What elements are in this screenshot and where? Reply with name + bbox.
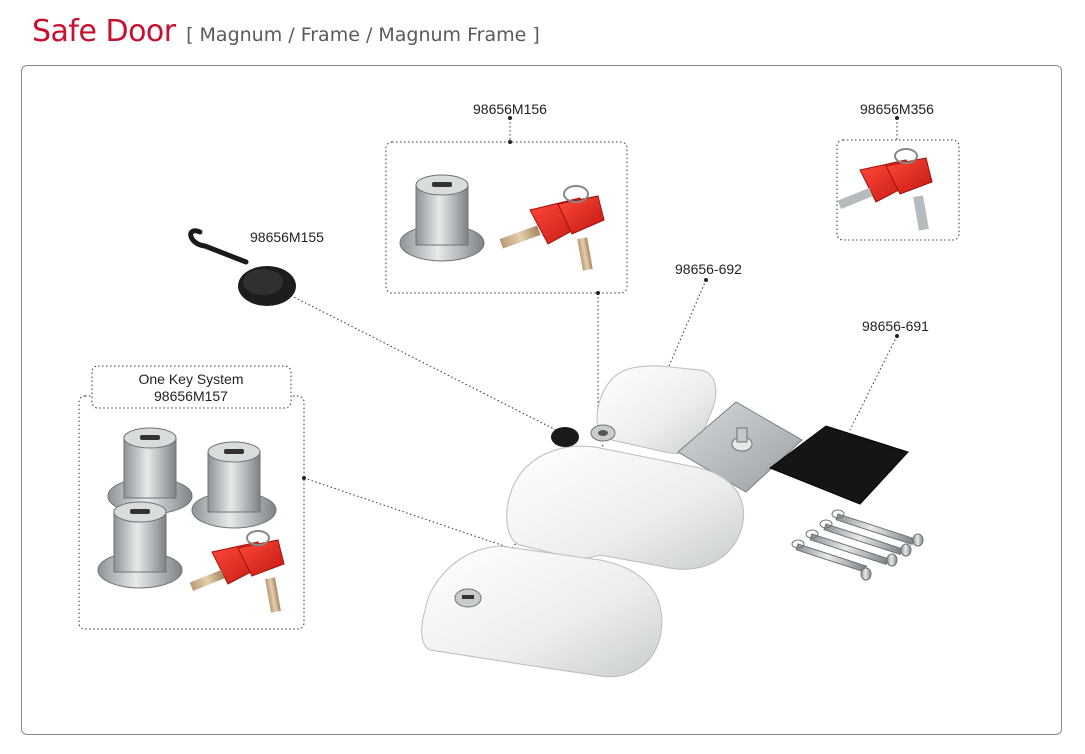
title-main: Safe Door [32,14,176,49]
box-98656M156 [385,141,628,294]
handle-body-image [506,424,745,570]
one-key-system-98656M157-image [97,427,285,613]
leader-98656-691 [849,335,898,431]
screws-image [791,509,924,581]
leader-lines [78,118,960,630]
leader-98656M157 [303,477,511,549]
label-one-key-system: One Key System [138,371,243,387]
label-98656M155: 98656M155 [250,229,324,245]
leader-98656M155 [279,289,561,433]
leader-dots [278,116,899,480]
title-subtitle: [ Magnum / Frame / Magnum Frame ] [186,24,540,46]
diagram-frame [21,65,1062,735]
leader-98656-692 [662,279,707,381]
label-98656-691: 98656-691 [862,318,929,334]
handle-front-image [421,545,663,678]
cap-98656M155-image [188,228,296,306]
box-98656M157-label [91,365,292,409]
page-title: Safe Door [ Magnum / Frame / Magnum Fram… [32,14,540,49]
lock-set-98656M156-image [399,174,605,271]
box-98656M157 [78,395,305,630]
label-98656-692: 98656-692 [675,261,742,277]
label-98656M356: 98656M356 [860,101,934,117]
keys-98656M356-image [837,148,933,231]
gasket-98656-691-image [768,425,909,505]
label-98656M157: 98656M157 [154,388,228,404]
label-98656M156: 98656M156 [473,101,547,117]
